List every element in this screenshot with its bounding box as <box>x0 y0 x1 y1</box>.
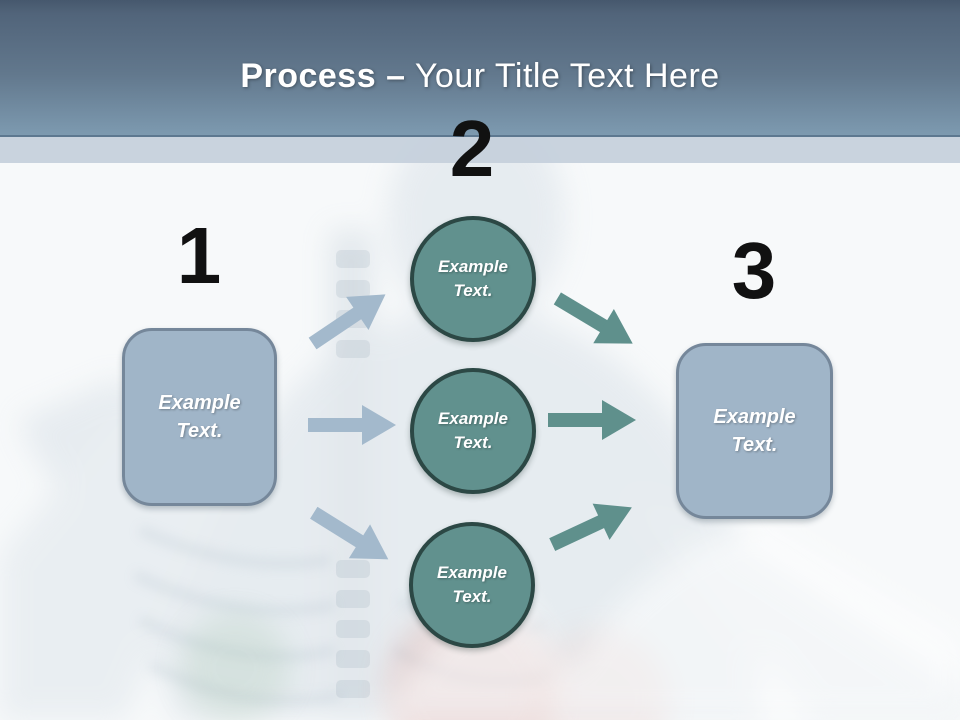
arrow-down-right-icon[interactable] <box>302 494 400 578</box>
arrow-down-right-icon[interactable] <box>546 279 644 362</box>
step-2-circle-top[interactable]: Example Text. <box>410 216 536 342</box>
arrow-up-right-icon[interactable] <box>543 487 641 564</box>
step-3-box[interactable]: Example Text. <box>676 343 833 519</box>
step-2-circle-bottom[interactable]: Example Text. <box>409 522 535 648</box>
arrow-right-icon[interactable] <box>548 398 636 442</box>
arrow-up-right-icon[interactable] <box>300 276 398 362</box>
step-1-box-label: Example Text. <box>158 392 241 442</box>
step-2-circle-top-label: Example Text. <box>438 257 508 300</box>
step-2-circle-middle[interactable]: Example Text. <box>410 368 536 494</box>
slide-title-text: Your Title Text Here <box>414 57 720 95</box>
slide-title: Process – Your Title Text Here <box>240 57 719 96</box>
step-3-box-label: Example Text. <box>713 406 796 456</box>
step-3-number: 3 <box>731 226 777 315</box>
step-2-number: 2 <box>449 104 495 193</box>
step-2-circle-bottom-label: Example Text. <box>437 563 507 606</box>
slide-title-keyword: Process <box>240 57 377 95</box>
step-1-box[interactable]: Example Text. <box>122 328 277 506</box>
slide-title-separator: – <box>386 57 406 95</box>
arrow-right-icon[interactable] <box>308 403 396 447</box>
step-1-number: 1 <box>176 211 222 300</box>
step-2-circle-middle-label: Example Text. <box>438 409 508 452</box>
